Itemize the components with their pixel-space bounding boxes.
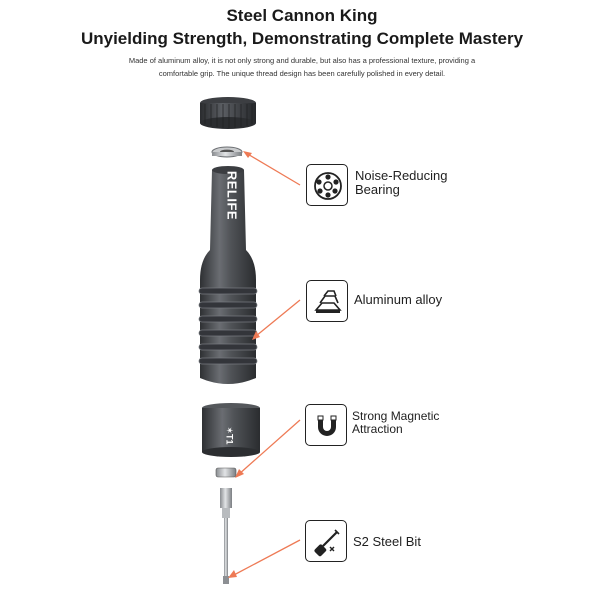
bearing-icon [306,164,348,206]
collar-part [202,403,260,457]
feature-label-bearing: Noise-Reducing Bearing [355,168,448,197]
magnet-icon [305,404,347,446]
brand-mark: RELIFE [224,170,240,221]
description-line: Made of aluminum alloy, it is not only s… [128,56,476,65]
pointer-arrows [228,151,301,578]
feature-label-magnet: Strong Magnetic Attraction [352,409,440,436]
magnet-part [215,467,237,478]
steel-bit [220,488,232,584]
description: Made of aluminum alloy, it is not only s… [112,54,492,80]
handle-body [198,166,258,384]
bearing-part [211,146,243,158]
feature-label-aluminum: Aluminum alloy [354,292,443,307]
bit-marking: ✶T1 [224,426,235,445]
page-title: Steel Cannon King [226,6,378,25]
aluminum-ingot-icon [306,280,348,322]
feature-label-steel-bit: S2 Steel Bit [353,534,421,549]
top-cap [200,97,256,129]
description-line: comfortable grip. The unique thread desi… [158,69,446,78]
page-subtitle: Unyielding Strength, Demonstrating Compl… [80,29,524,48]
screwdriver-bit-icon [305,520,347,562]
